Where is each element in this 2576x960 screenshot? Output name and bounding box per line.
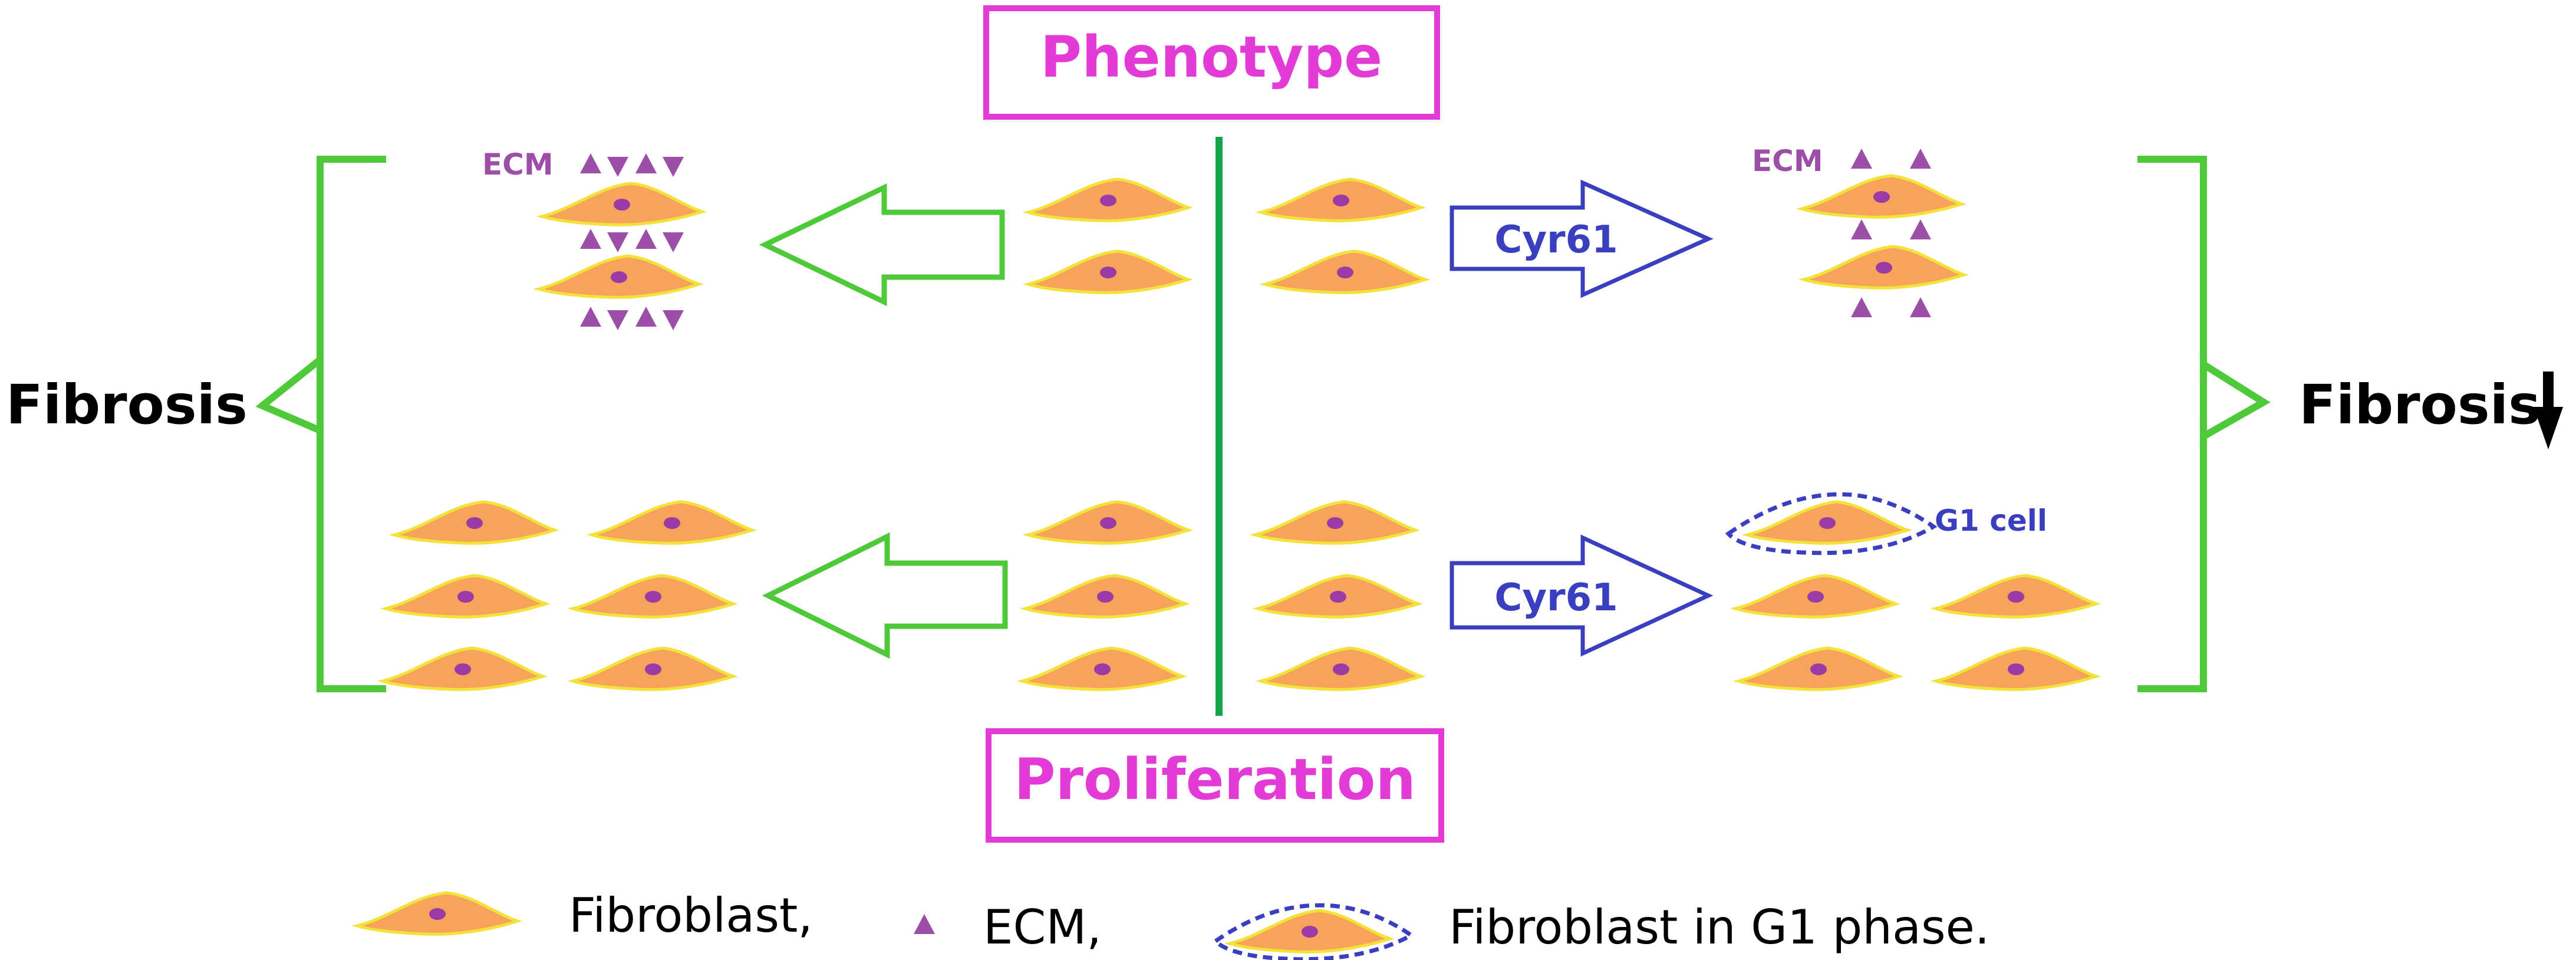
right-bracket: [2137, 156, 2271, 692]
cyr61-arrow-top: Cyr61: [1450, 179, 1714, 298]
g1-cell-label: G1 cell: [1935, 504, 2047, 538]
fibroblast: [386, 576, 546, 617]
legend-fibroblast-icon: [357, 893, 518, 934]
top-left-ecm-cluster: ECM: [482, 147, 702, 330]
fibroblast: [394, 502, 555, 543]
fibroblast: [542, 183, 702, 225]
ecm-triangle: [580, 229, 601, 249]
fibroblast: [1804, 246, 1964, 288]
fibroblast: [1738, 648, 1899, 689]
ecm-triangle: [607, 157, 628, 177]
ecm-triangle: [1851, 219, 1872, 239]
legend-g1-icon: [1212, 903, 1415, 960]
cyr61-label-top: Cyr61: [1494, 218, 1618, 262]
center-right-top-cells: [1261, 179, 1425, 292]
center-left-bottom-cells: [1022, 502, 1188, 689]
left-bracket: [255, 156, 386, 692]
ecm-triangle: [663, 157, 684, 177]
phenotype-label: Phenotype: [1040, 24, 1382, 90]
fibroblast: [1735, 576, 1896, 617]
legend-ecm-label: ECM,: [983, 900, 1102, 955]
fibroblast: [573, 576, 733, 617]
left-arrow-top: [759, 183, 1005, 307]
ecm-triangle: [635, 229, 657, 249]
phenotype-box: Phenotype: [983, 5, 1440, 120]
down-arrow-icon: [2534, 371, 2563, 449]
g1-fibroblast: [1725, 492, 1938, 555]
ecm-triangle: [1910, 149, 1931, 169]
ecm-triangle: [635, 153, 657, 173]
fibroblast: [1801, 176, 1962, 217]
ecm-triangle: [663, 232, 684, 252]
ecm-triangle: [607, 310, 628, 330]
fibroblast: [1261, 179, 1421, 221]
fibroblast: [1261, 648, 1421, 689]
ecm-label-right: ECM: [1752, 144, 1823, 178]
cyr61-arrow-bottom: Cyr61: [1450, 534, 1714, 657]
fibroblast: [1025, 576, 1185, 617]
fibroblast: [573, 648, 733, 689]
bottom-right-cells: G1 cell: [1725, 492, 2096, 689]
ecm-triangle: [607, 232, 628, 252]
ecm-triangle: [1910, 297, 1931, 317]
left-arrow-bottom: [762, 532, 1008, 659]
legend-ecm-icon: [914, 914, 935, 934]
fibroblast: [1265, 251, 1425, 292]
legend-g1-label: Fibroblast in G1 phase.: [1449, 900, 1989, 955]
ecm-label-left: ECM: [482, 147, 554, 182]
ecm-triangle: [635, 307, 657, 327]
legend: Fibroblast, ECM, Fibroblast in G1 phase.: [357, 888, 1989, 960]
fibroblast: [1028, 179, 1188, 221]
fibroblast: [1936, 648, 2096, 689]
fibroblast: [1028, 251, 1188, 292]
ecm-triangle: [1851, 149, 1872, 169]
bottom-left-cells: [383, 502, 752, 689]
proliferation-label: Proliferation: [1014, 747, 1416, 813]
fibroblast: [592, 502, 752, 543]
fibroblast: [539, 256, 699, 297]
ecm-triangle: [580, 153, 601, 173]
top-right-ecm-cluster: ECM: [1752, 144, 1964, 317]
legend-fibroblast-label: Fibroblast,: [569, 888, 813, 943]
fibroblast: [1936, 576, 2096, 617]
center-right-bottom-cells: [1255, 502, 1421, 689]
fibroblast: [1255, 502, 1415, 543]
right-fibrosis-label: Fibrosis: [2299, 373, 2541, 436]
fibroblast: [1028, 502, 1188, 543]
cyr61-label-bottom: Cyr61: [1494, 576, 1618, 620]
ecm-triangle: [1910, 219, 1931, 239]
ecm-triangle: [580, 307, 601, 327]
center-left-top-cells: [1028, 179, 1188, 292]
proliferation-box: Proliferation: [986, 728, 1444, 843]
fibroblast: [1258, 576, 1418, 617]
ecm-triangle: [1851, 297, 1872, 317]
left-fibrosis-label: Fibrosis: [6, 373, 248, 436]
fibroblast: [1022, 648, 1182, 689]
fibroblast: [383, 648, 543, 689]
ecm-triangle: [663, 310, 684, 330]
